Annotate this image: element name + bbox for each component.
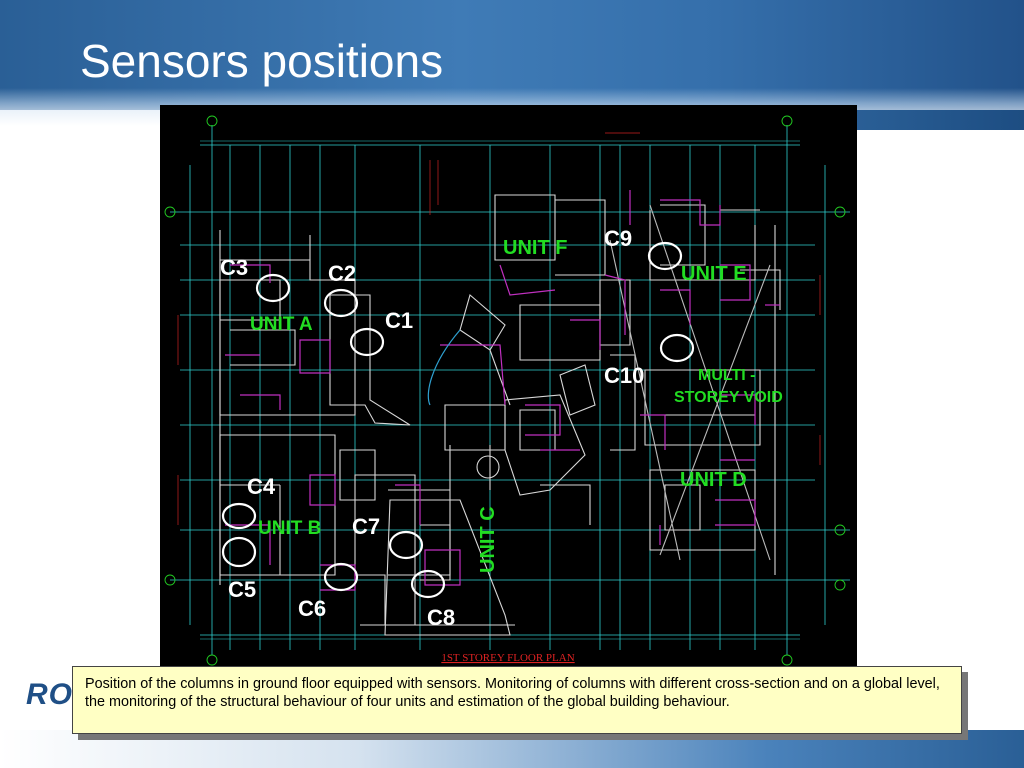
sensor-ring-c5 [221,536,257,568]
unit-c-label: UNIT C [477,506,499,573]
sensor-ring-c3 [255,273,291,303]
sensor-label-c10: C10 [604,363,644,388]
sensor-ring-c9 [647,241,683,271]
unit-f-label: UNIT F [503,237,567,259]
sensor-ring-c8 [410,569,446,599]
unit-b-label: UNIT B [258,518,321,539]
sensor-ring-c2 [323,288,359,318]
unit-d-label: UNIT D [680,469,747,491]
sensor-label-c3: C3 [220,255,248,280]
sensor-label-c7: C7 [352,514,380,539]
unit-e-label: UNIT E [681,263,747,285]
sensor-labels: C1 C2 C3 C4 C5 C6 C7 C8 C9 C10 [220,226,644,630]
sensor-rings [221,241,695,599]
sensor-ring-c6 [323,562,359,592]
plan-title: 1ST STOREY FLOOR PLAN [441,652,574,664]
unit-labels: UNIT A UNIT B UNIT C UNIT D UNIT E UNIT … [250,237,783,573]
floor-plan: 1ST STOREY FLOOR PLAN UNIT A UNIT B UNIT… [160,105,857,667]
footer-band [0,730,1024,768]
void-label-line1: MULTI - [698,367,755,384]
sensor-label-c4: C4 [247,474,276,499]
sensor-ring-c10 [659,333,695,363]
slide-title: Sensors positions [80,35,444,87]
sensor-ring-c4 [221,502,257,530]
sensor-label-c1: C1 [385,308,413,333]
unit-a-label: UNIT A [250,314,313,335]
sensor-label-c6: C6 [298,596,326,621]
walls [219,194,781,636]
sensor-label-c5: C5 [228,577,256,602]
partitions [225,190,780,591]
void-label-line2: STOREY VOID [674,389,783,406]
sensor-label-c2: C2 [328,261,356,286]
grid-bubbles [164,115,846,666]
caption-box: Position of the columns in ground floor … [72,666,962,734]
floor-plan-drawing: 1ST STOREY FLOOR PLAN UNIT A UNIT B UNIT… [164,115,850,666]
dimension-ticks [200,140,800,640]
sensor-label-c9: C9 [604,226,632,251]
sensor-label-c8: C8 [427,605,455,630]
red-annotations [177,132,821,525]
sensor-ring-c7 [388,530,424,560]
sensor-ring-c1 [349,327,385,357]
